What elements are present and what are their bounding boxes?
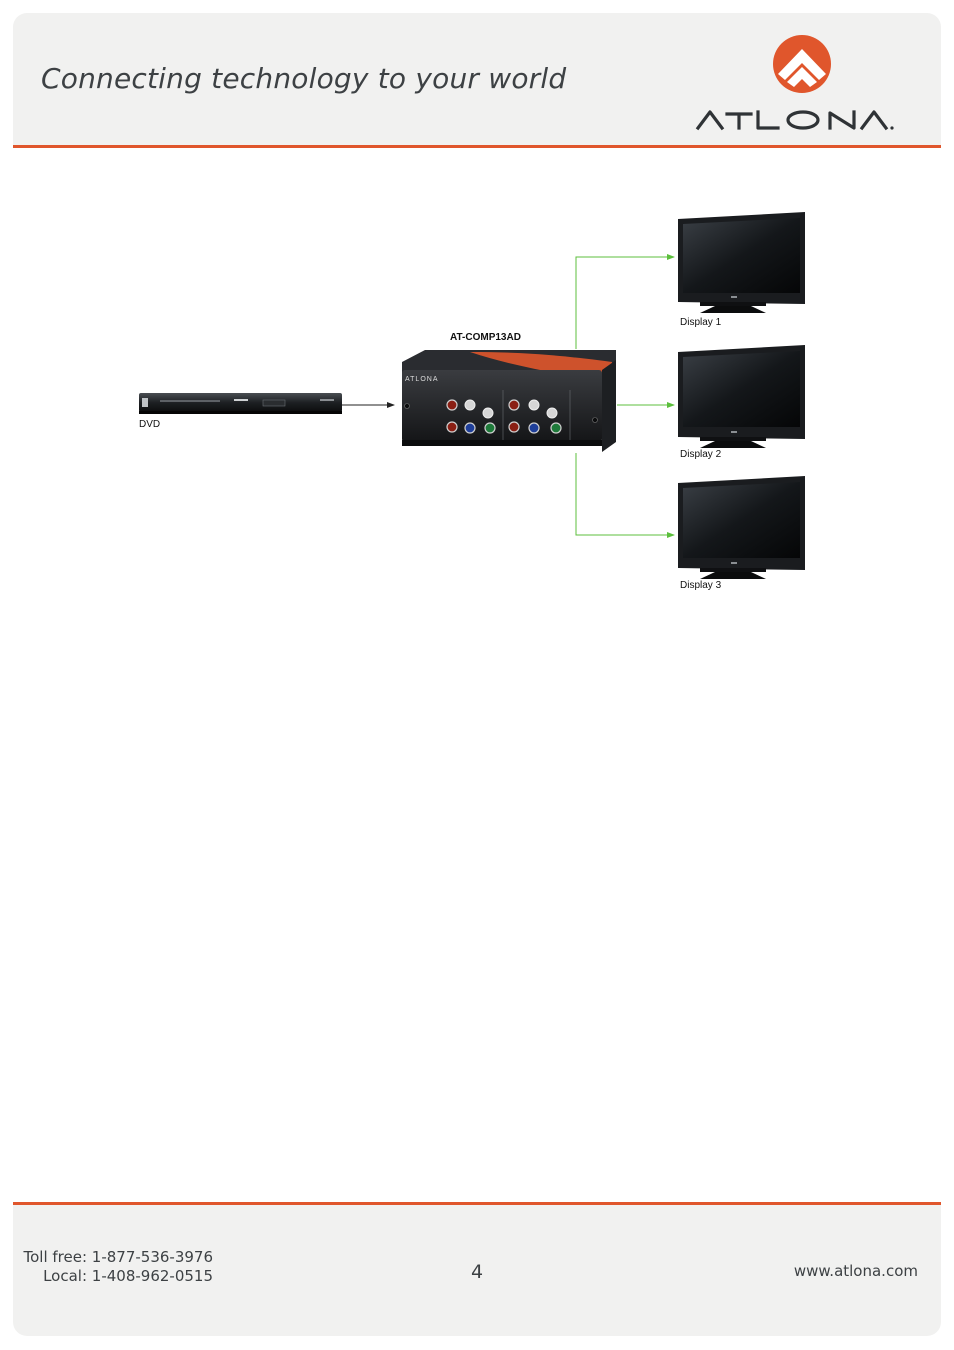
display-3-image [678,476,805,579]
splitter-device-image [402,350,616,452]
display-1-label: Display 1 [680,317,722,328]
header-rule [13,145,941,148]
footer-panel [13,1205,941,1336]
contact-info: Toll free: 1-877-536-3976 Local: 1-408-9… [20,1248,213,1286]
display-1-image [678,212,805,313]
footer-rule [13,1202,941,1205]
local-number: Local: 1-408-962-0515 [43,1267,213,1285]
output-connection-line-3 [575,453,675,538]
page-number: 4 [470,1261,484,1283]
toll-free-number: Toll free: 1-877-536-3976 [23,1248,213,1266]
atlona-logo-icon [773,35,831,93]
atlona-logo-dot [890,126,894,130]
atlona-logo [695,35,894,131]
header-tagline: Connecting technology to your world [41,62,567,95]
atlona-logo-wordmark [695,110,889,131]
dvd-player-image [139,393,342,414]
device-brand-label: ATLONA [405,376,439,383]
display-2-image [678,345,805,448]
output-connection-line-1 [575,254,675,349]
dvd-label: DVD [139,419,161,430]
website-link[interactable]: www.atlona.com [793,1262,918,1280]
display-3-label: Display 3 [680,580,722,591]
device-model-label: AT-COMP13AD [450,332,521,343]
display-2-label: Display 2 [680,449,722,460]
